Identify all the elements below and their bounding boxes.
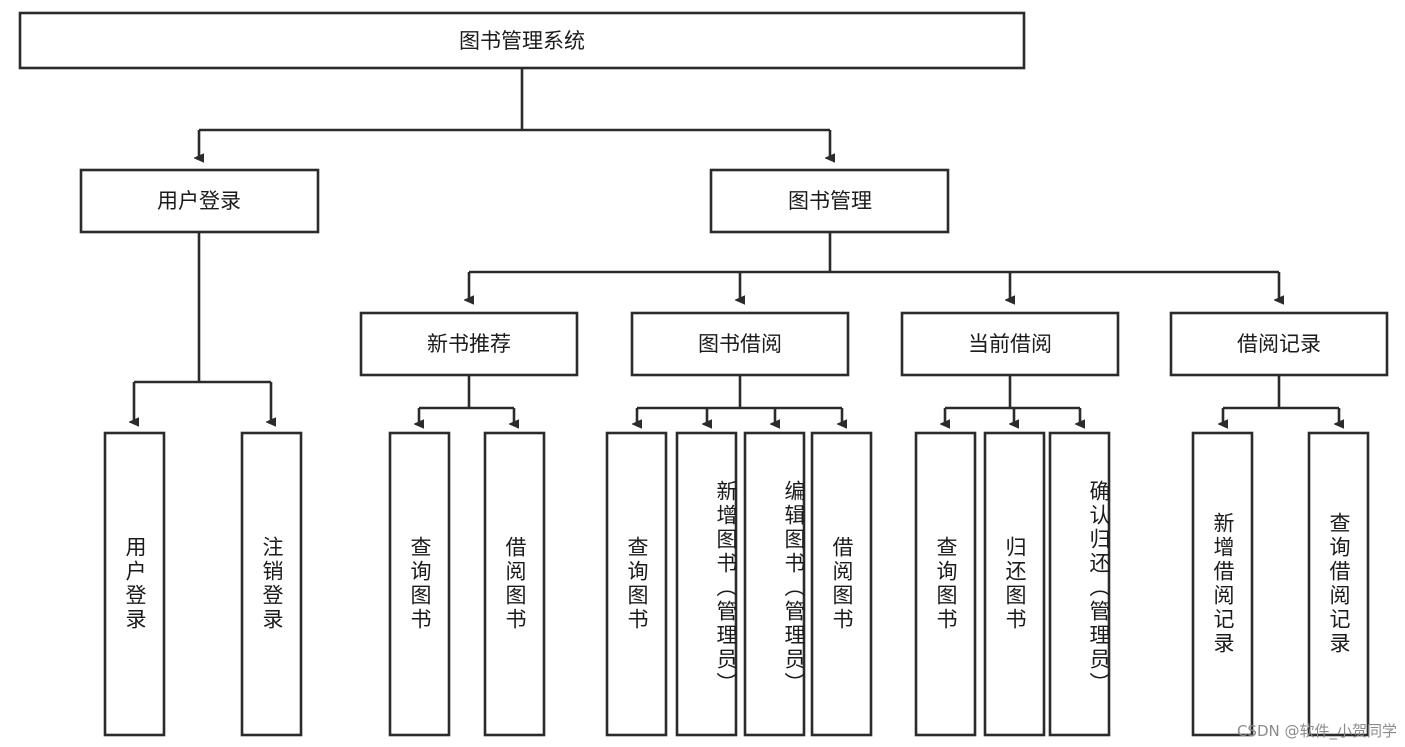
watermark-text: CSDN @软件_小贺同学 — [1236, 722, 1397, 740]
leaf-return-book-box[interactable] — [983, 431, 1046, 737]
leaf-user-login-box[interactable] — [103, 431, 166, 737]
node-root[interactable]: 图书管理系统 — [18, 11, 1026, 70]
node-new-book-recommend[interactable]: 新书推荐 — [359, 311, 579, 377]
node-current-borrow[interactable]: 当前借阅 — [900, 311, 1120, 377]
leaf-query-record-box[interactable] — [1307, 431, 1370, 737]
node-root-box[interactable] — [18, 11, 1026, 70]
node-current-borrow-label: 当前借阅 — [968, 332, 1052, 356]
leaf-query-book-3-box[interactable] — [914, 431, 977, 737]
node-book-borrow-box[interactable] — [630, 311, 850, 377]
connectors-userlogin-to-leaves — [134, 232, 271, 422]
node-new-book-recommend-label: 新书推荐 — [427, 332, 511, 356]
node-borrow-record-box[interactable] — [1169, 311, 1389, 377]
node-book-management[interactable]: 图书管理 — [709, 168, 950, 234]
connectors-borrowrecord-to-leaves — [1223, 375, 1339, 424]
leaf-query-book-2-box[interactable] — [605, 431, 668, 737]
node-user-login-box[interactable] — [79, 168, 320, 234]
connectors-bookborrow-to-leaves — [637, 375, 842, 424]
node-borrow-record[interactable]: 借阅记录 — [1169, 311, 1389, 377]
node-root-label: 图书管理系统 — [459, 29, 585, 53]
node-borrow-record-label: 借阅记录 — [1237, 332, 1321, 356]
leaf-edit-book-box[interactable] — [743, 431, 806, 737]
node-current-borrow-box[interactable] — [900, 311, 1120, 377]
node-book-management-label: 图书管理 — [788, 189, 872, 213]
node-book-borrow[interactable]: 图书借阅 — [630, 311, 850, 377]
leaf-query-book-1-box[interactable] — [388, 431, 451, 737]
node-user-login[interactable]: 用户登录 — [79, 168, 320, 234]
node-new-book-recommend-box[interactable] — [359, 311, 579, 377]
connectors-bookmgmt-to-level3 — [469, 232, 1279, 300]
node-book-management-box[interactable] — [709, 168, 950, 234]
leaf-boxes — [103, 431, 1370, 737]
connectors-newbook-to-leaves — [419, 375, 514, 424]
leaf-confirm-return-box[interactable] — [1048, 431, 1111, 737]
leaf-borrow-book-1-box[interactable] — [483, 431, 546, 737]
node-book-borrow-label: 图书借阅 — [698, 332, 782, 356]
connectors-root-to-level2 — [199, 68, 830, 158]
leaf-logout-login-box[interactable] — [240, 431, 303, 737]
leaf-add-record-box[interactable] — [1191, 431, 1254, 737]
leaf-borrow-book-2-box[interactable] — [810, 431, 873, 737]
connectors-currentborrow-to-leaves — [945, 375, 1080, 424]
node-user-login-label: 用户登录 — [157, 189, 241, 213]
leaf-add-book-box[interactable] — [675, 431, 738, 737]
